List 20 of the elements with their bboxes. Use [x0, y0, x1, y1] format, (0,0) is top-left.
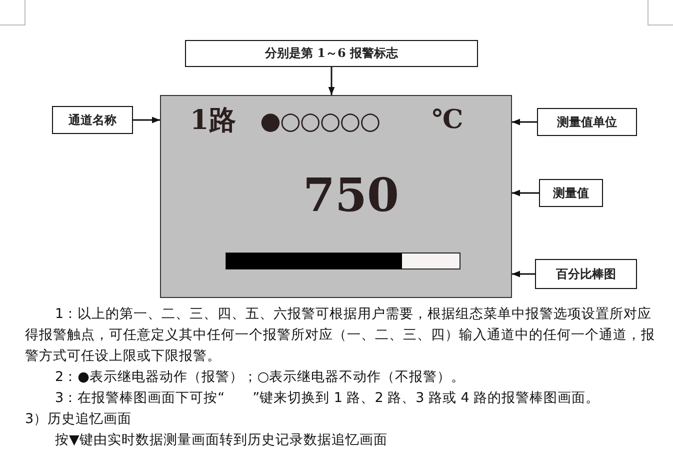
note-paragraph: 按▼键由实时数据测量画面转到历史记录数据追忆画面	[55, 431, 388, 450]
unit-symbol: ℃	[432, 106, 464, 135]
display-screen	[160, 95, 512, 298]
measured-value: 750	[303, 170, 400, 221]
callout-box: 测量值	[539, 179, 603, 207]
alarm-indicators: ●○○○○○	[260, 108, 380, 134]
note-paragraph: 3：在报警棒图画面下可按“ ”键来切换到 1 路、2 路、3 路或 4 路的报警棒图画面。	[55, 389, 601, 408]
section-heading: 3）历史追忆画面	[25, 410, 133, 429]
note-paragraph: 1：以上的第一、二、三、四、五、六报警可根据用户需要，根据组态菜单中报警选项设置所对应得报警触点，可任意定义其中任何一个报警所对应（一、二、三、四）输入通道中的任何一个通道，报警方式可任设上限或下限报警。	[25, 305, 656, 366]
callout-box: 分别是第 1～6 报警标志	[185, 40, 478, 67]
arrow	[133, 116, 160, 124]
arrow	[512, 118, 537, 126]
arrow	[328, 67, 335, 95]
arrow	[512, 190, 539, 196]
channel-name: 1路	[190, 106, 236, 136]
note-paragraph: 2：●表示继电器动作（报警）；○表示继电器不动作（不报警）。	[55, 368, 466, 387]
arrow	[512, 270, 535, 278]
callout-box: 通道名称	[52, 106, 133, 134]
callout-box: 测量值单位	[537, 108, 637, 136]
callout-box: 百分比棒图	[535, 259, 637, 289]
